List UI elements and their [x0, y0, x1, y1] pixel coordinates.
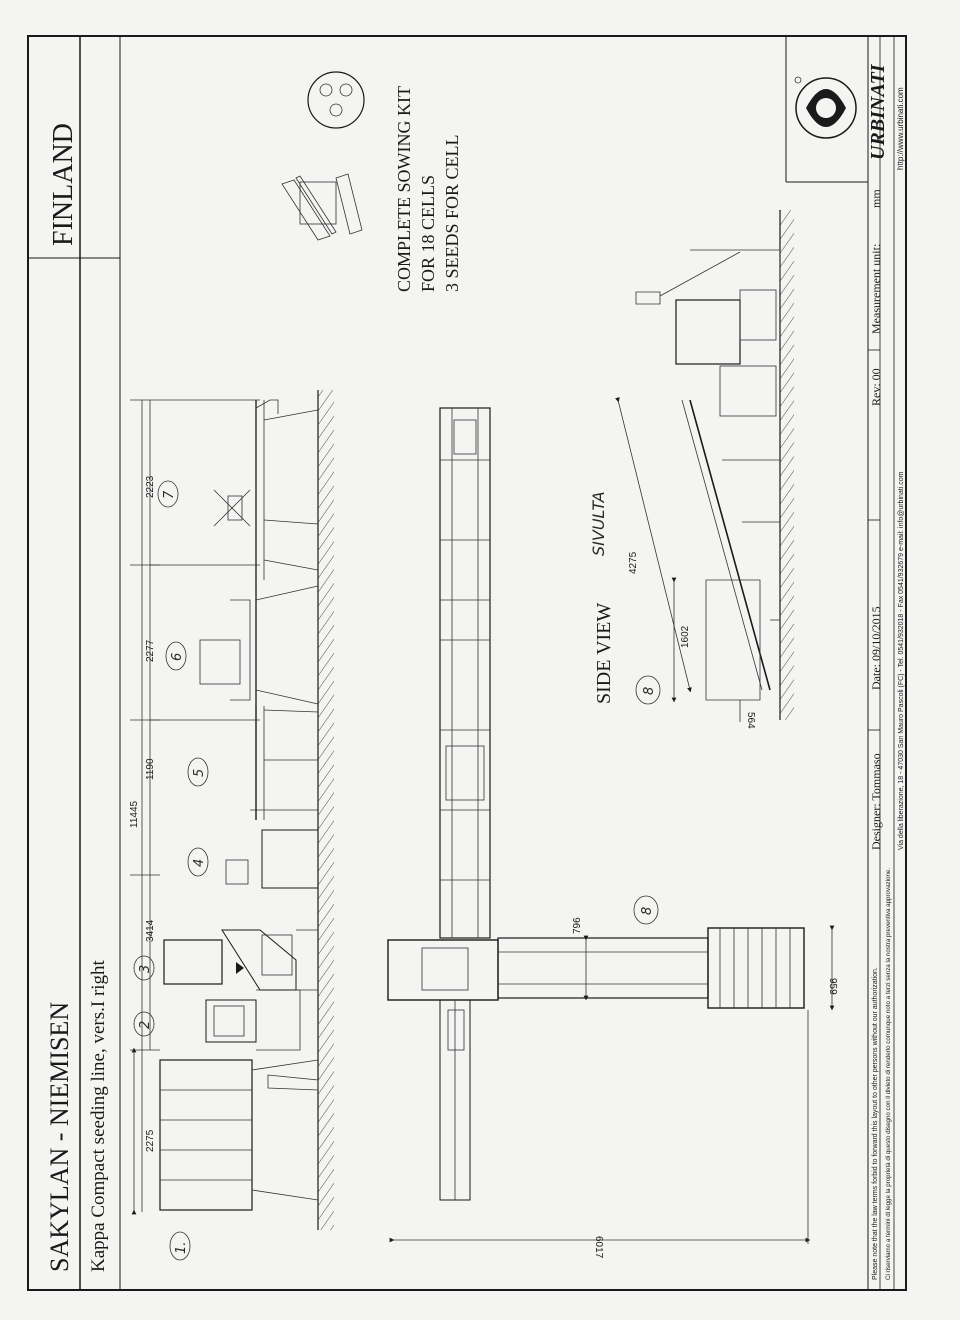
marker-8-side: 8 — [642, 687, 657, 695]
dim-796: 796 — [572, 917, 583, 934]
station-markers: 1. 2 3 4 5 6 7 8 8 — [133, 480, 661, 1261]
dim-2277: 2277 — [145, 639, 156, 662]
elevation-view — [159, 399, 319, 1211]
country-label: FINLAND — [48, 123, 79, 246]
website: http://www.urbinati.com — [896, 87, 905, 170]
brand-name: URBINATI — [867, 63, 889, 160]
legal-en: Please note that the law terms forbid to… — [872, 967, 879, 1280]
dim-959: 959 — [827, 978, 838, 995]
dim-1602: 1602 — [680, 625, 691, 648]
legal-it: Ci riserviamo a termini di legge la prop… — [885, 868, 892, 1280]
side-view-label: SIDE VIEW — [593, 603, 615, 704]
marker-2: 2 — [138, 1021, 153, 1029]
sowing-kit-line2: FOR 18 CELLS — [418, 175, 438, 292]
dim-4275: 4275 — [628, 551, 639, 574]
marker-4: 4 — [192, 859, 207, 867]
elevation-dimensions — [130, 399, 260, 1215]
dim-11445: 11445 — [129, 800, 140, 828]
floor-hatch — [318, 390, 334, 1230]
address: Via della liberazione, 18 - 47030 San Ma… — [898, 471, 905, 850]
plan-view — [387, 407, 835, 1244]
measurement-unit: mm — [869, 189, 883, 208]
sheet-border — [27, 35, 907, 1291]
dim-2223: 2223 — [145, 475, 156, 498]
dim-564: 564 — [745, 712, 756, 729]
marker-5: 5 — [192, 769, 207, 777]
marker-1: 1. — [174, 1242, 189, 1254]
project-title: SAKYLAN - NIEMISEN — [45, 1002, 74, 1272]
sowing-kit-line1: COMPLETE SOWING KIT — [394, 86, 414, 292]
marker-6: 6 — [170, 653, 185, 661]
revision: Rev: 00 — [869, 368, 883, 406]
marker-8-plan: 8 — [640, 907, 655, 915]
dim-1190: 1190 — [145, 758, 156, 780]
side-view — [615, 210, 794, 722]
project-subtitle: Kappa Compact seeding line, vers.I right — [88, 959, 109, 1272]
marker-3: 3 — [138, 965, 153, 973]
measurement-label: Measurement unit: — [869, 244, 883, 334]
dim-3414: 3414 — [145, 919, 156, 942]
dim-6017: 6017 — [593, 1236, 604, 1259]
designer: Designer: Tommaso — [869, 753, 883, 850]
urbinati-logo — [794, 76, 857, 139]
handwritten-note: SIVULTA — [589, 491, 608, 556]
dim-2275: 2275 — [145, 1129, 156, 1152]
marker-7: 7 — [162, 490, 177, 499]
sowing-kit-line3: 3 SEEDS FOR CELL — [442, 134, 462, 292]
sowing-kit-icon — [281, 71, 365, 241]
date: Date: 09/10/2015 — [869, 606, 883, 690]
